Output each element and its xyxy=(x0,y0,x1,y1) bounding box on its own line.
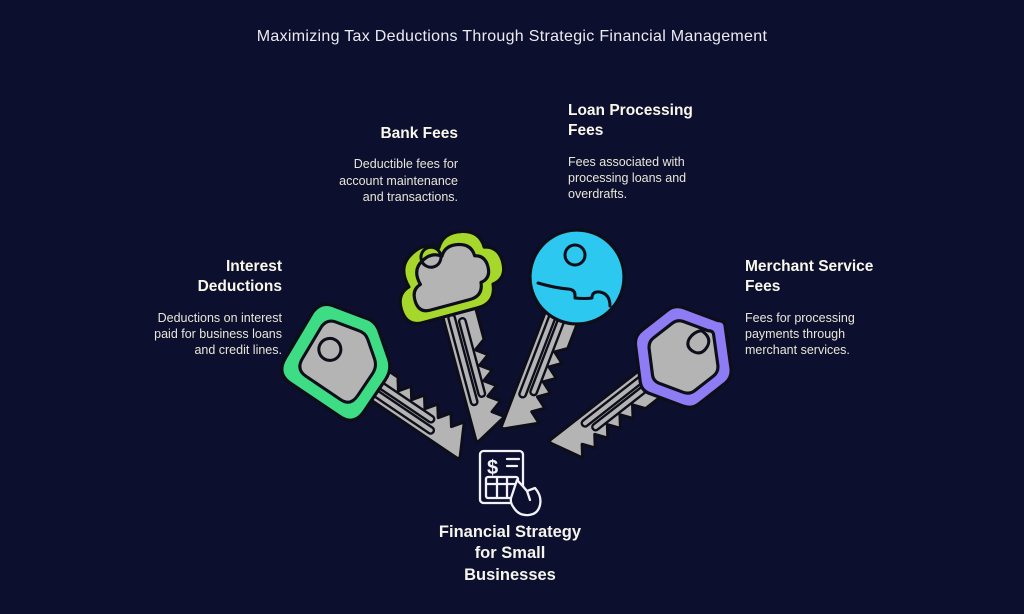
document-outline xyxy=(478,449,525,505)
key-hole xyxy=(563,243,587,267)
section-heading: Loan Processing Fees xyxy=(568,102,693,140)
section-merchant-service-fees: Merchant Service Fees Fees for processin… xyxy=(745,257,913,359)
shaft-groove xyxy=(457,317,487,398)
section-loan-processing-fees: Loan Processing Fees Fees associated wit… xyxy=(568,101,728,203)
section-body: Fees for processing payments through mer… xyxy=(745,310,855,358)
section-heading: Interest Deductions xyxy=(197,258,282,296)
section-body: Deductible fees for account maintenance … xyxy=(339,157,458,204)
key-hole xyxy=(419,245,443,269)
financial-document-icon: $ xyxy=(478,449,542,517)
key-head xyxy=(528,228,626,326)
hand-glyph xyxy=(509,478,542,517)
section-interest-deductions: Interest Deductions Deductions on intere… xyxy=(110,257,282,359)
key-head-cutout xyxy=(536,243,612,308)
key-loan-processing-fees xyxy=(499,228,626,431)
section-body: Fees associated with processing loans an… xyxy=(568,154,687,202)
key-interest-deductions xyxy=(271,289,466,461)
section-bank-fees: Bank Fees Deductible fees for account ma… xyxy=(296,124,458,205)
key-merchant-service-fees xyxy=(547,285,756,460)
key-hole xyxy=(686,329,711,355)
key-bank-fees xyxy=(384,220,515,444)
key-hole xyxy=(317,336,343,362)
center-caption: Financial Strategy for Small Businesses xyxy=(438,523,582,584)
section-heading: Bank Fees xyxy=(380,125,458,142)
page-title: Maximizing Tax Deductions Through Strate… xyxy=(256,28,768,45)
finger-line xyxy=(525,489,532,502)
dollar-glyph: $ xyxy=(487,457,498,479)
section-body: Deductions on interest paid for business… xyxy=(154,310,282,358)
section-heading: Merchant Service Fees xyxy=(745,258,874,296)
